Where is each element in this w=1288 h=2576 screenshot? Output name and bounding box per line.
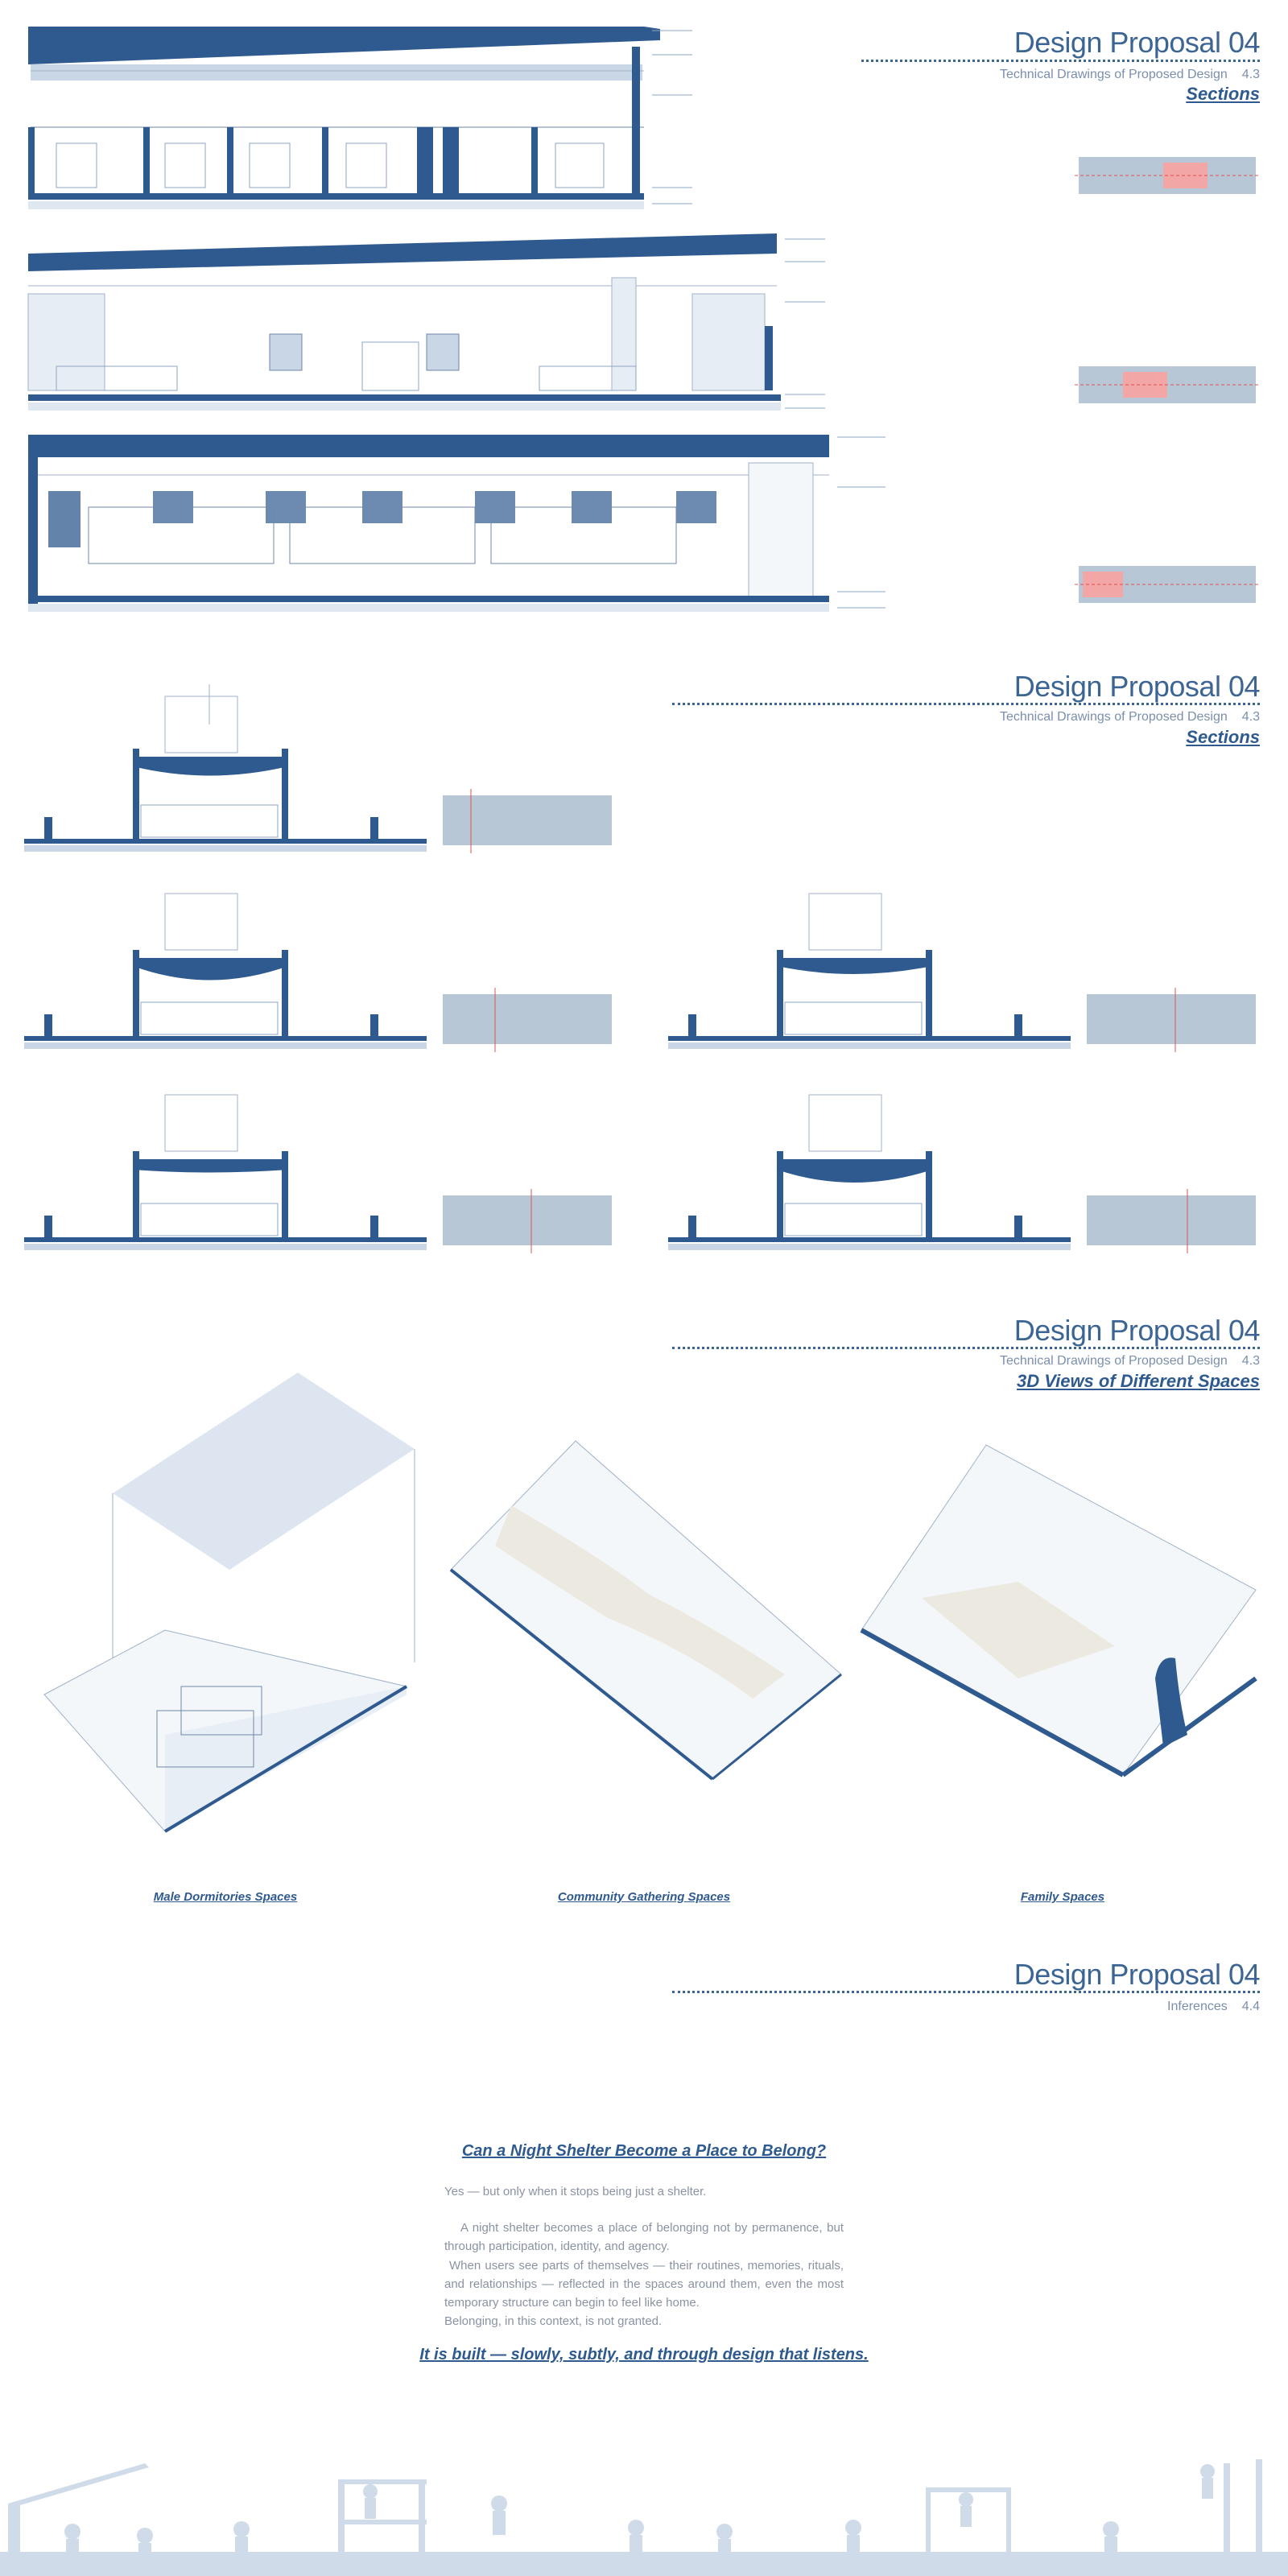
axonometric-community-gathering [449,1440,842,1781]
caption-community-gathering: Community Gathering Spaces [557,1890,731,1904]
section-drawing-2 [27,233,825,411]
panel1-subtitle-text: Technical Drawings of Proposed Design [999,68,1228,81]
section-drawing-1 [28,27,692,209]
inference-closing: It is built — slowly, subtly, and throug… [419,2346,869,2363]
panel2-subtitle-text: Technical Drawings of Proposed Design [999,710,1228,724]
panel3-section-label: 3D Views of Different Spaces [1017,1371,1260,1391]
inference-question: Can a Night Shelter Become a Place to Be… [461,2142,827,2160]
panel3-subtitle: Technical Drawings of Proposed Design 4.3 [672,1354,1260,1368]
panel4-number: 4.4 [1241,2000,1260,2013]
inference-paragraph-3: Belonging, in this context, is not grant… [444,2314,663,2328]
panel2-number: 4.3 [1241,710,1260,724]
caption-family-spaces: Family Spaces [1020,1890,1105,1904]
key-plan-3 [1075,566,1260,603]
panel1-title: Design Proposal 04 [1013,26,1261,59]
section-drawing-8 [668,1094,1256,1253]
section-drawing-6 [668,893,1256,1052]
caption-male-dormitories: Male Dormitories Spaces [153,1890,298,1904]
key-plan-2 [1075,366,1260,403]
section-drawing-5 [24,893,612,1052]
inference-paragraph-2: When users see parts of themselves — the… [444,2259,844,2310]
panel2-subtitle: Technical Drawings of Proposed Design 4.3 [672,710,1260,724]
silhouette-footer-construction [0,2459,1288,2576]
panel2-section-label: Sections [1186,727,1260,747]
panel4-divider [672,1991,1260,1993]
panel1-subtitle: Technical Drawings of Proposed Design 4.3 [861,68,1260,82]
panel3-number: 4.3 [1241,1354,1260,1368]
panel3-title: Design Proposal 04 [1013,1314,1261,1347]
panel3-subtitle-text: Technical Drawings of Proposed Design [999,1354,1228,1368]
key-plan-1 [1075,157,1260,194]
panel4-title: Design Proposal 04 [1013,1958,1261,1991]
section-drawing-3 [28,435,886,612]
panel1-divider [861,60,1260,62]
panel2-title: Design Proposal 04 [1013,670,1261,703]
axonometric-male-dormitories [43,1373,415,1833]
panel3-divider [672,1347,1260,1349]
section-drawing-7 [24,1094,612,1253]
panel1-section-label: Sections [1186,84,1260,104]
inference-answer: Yes — but only when it stops being just … [444,2185,707,2198]
inference-paragraph-1: A night shelter becomes a place of belon… [444,2221,844,2253]
panel2-divider [672,703,1260,705]
panel1-number: 4.3 [1241,68,1260,81]
section-drawing-4 [24,684,612,853]
axonometric-family-spaces [860,1444,1257,1777]
panel4-subtitle-text: Inferences [1167,2000,1228,2013]
panel4-subtitle: Inferences 4.4 [672,2000,1260,2014]
